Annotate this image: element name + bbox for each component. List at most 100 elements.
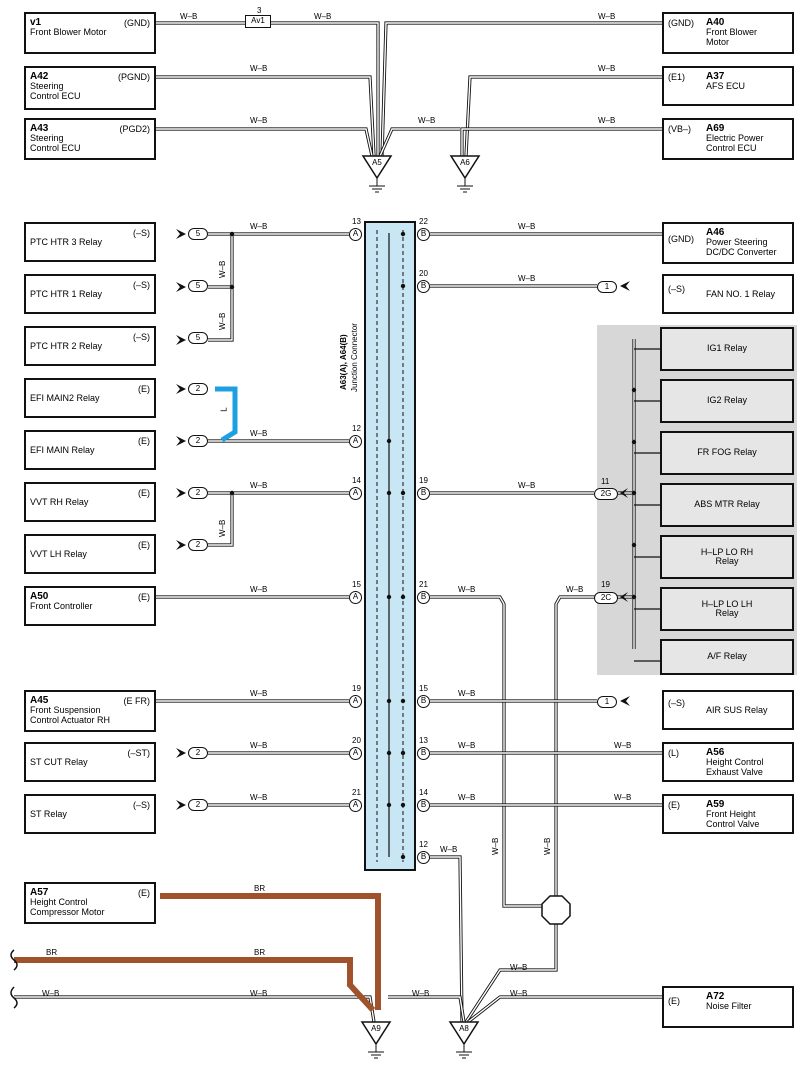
jc-pin-b22: B [417, 228, 430, 241]
pin-letter: B [420, 229, 427, 238]
jc-pin-num: 20 [352, 736, 361, 745]
a42-steering-ecu: A42 Steering Control ECU (PGND) [24, 66, 156, 110]
jc-pin-num: 13 [419, 736, 428, 745]
conn-2c: 2C [594, 592, 618, 604]
relay-name: IG1 Relay [706, 343, 748, 354]
splice-dot [400, 231, 406, 237]
component-name: ST Relay [30, 809, 67, 819]
efi-main-relay: EFI MAIN Relay (E) [24, 430, 156, 470]
splice-dot [631, 542, 637, 548]
wire-label: W–B [250, 64, 268, 73]
splice-dot [400, 698, 406, 704]
conn-number: 2 [195, 384, 201, 393]
wire-label: W–B [510, 963, 528, 972]
junction-connector-subtitle: Junction Connector [350, 323, 359, 392]
a57-height-control-compressor: A57 Height Control Compressor Motor (E) [24, 882, 156, 924]
av1-connector: Av1 [245, 15, 271, 28]
pin-label: (E FR) [123, 696, 151, 706]
wire-label: W–B [250, 585, 268, 594]
pin-label: (E1) [668, 72, 686, 82]
wire-label: W–B [250, 793, 268, 802]
component-name: Steering Control ECU [30, 81, 81, 101]
component-name: Front Height Control Valve [706, 809, 760, 829]
jc-pin-num: 20 [419, 269, 428, 278]
wire-break-mark-2 [10, 986, 18, 1009]
wire-label: W–B [510, 989, 528, 998]
wire-label-vertical: W–B [218, 519, 227, 537]
connector-chevron [176, 540, 186, 550]
pin-letter: A [352, 748, 359, 757]
relay-name: H–LP LO LH Relay [701, 598, 753, 618]
pin-label: (–S) [132, 800, 150, 810]
component-code: A42 [30, 71, 49, 82]
splice-dot [229, 490, 235, 496]
ig1-relay: IG1 Relay [660, 327, 794, 371]
wire-inner [271, 22, 379, 156]
wire-label: W–B [250, 689, 268, 698]
wire-inner [555, 596, 618, 896]
wire-outer [156, 127, 374, 157]
wire-inner [208, 493, 233, 546]
connector-chevron [620, 488, 628, 498]
wire-label: W–B [458, 689, 476, 698]
wire-inner [461, 128, 662, 156]
v1-front-blower-motor: v1 Front Blower Motor (GND) [24, 12, 156, 54]
component-name: FAN NO. 1 Relay [706, 289, 776, 299]
a37-afs-ecu: (E1) A37 AFS ECU [662, 66, 794, 106]
wire-outer [14, 995, 376, 1023]
jc-pin-num: 12 [352, 424, 361, 433]
wire-label-vertical: W–B [491, 837, 500, 855]
wire-label: W–B [458, 741, 476, 750]
wire-label: W–B [458, 793, 476, 802]
air-sus-relay: (–S) AIR SUS Relay [662, 690, 794, 730]
conn-number: 5 [195, 333, 201, 342]
av1-pin-number: 3 [257, 6, 262, 15]
ground-a9 [360, 1021, 392, 1059]
pin-label: (GND) [668, 18, 694, 28]
pin-letter: B [420, 592, 427, 601]
component-code: v1 [30, 17, 42, 28]
splice-dot [386, 750, 392, 756]
hlp-lo-rh-relay: H–LP LO RH Relay [660, 535, 794, 579]
wire-inner [467, 996, 662, 1023]
relay-name: H–LP LO RH Relay [700, 546, 754, 566]
wire-inner [388, 996, 465, 1023]
pin-label: (PGND) [118, 72, 150, 82]
connector-chevron [176, 229, 186, 239]
conn-number: 2 [195, 748, 201, 757]
vvt-rh-relay: VVT RH Relay (E) [24, 482, 156, 522]
wire-outer [464, 924, 558, 1023]
pin-letter: A [352, 436, 359, 445]
conn-efi-main: 2 [188, 435, 208, 447]
jc-pin-num: 15 [352, 580, 361, 589]
wire-label: W–B [598, 12, 616, 21]
splice-dot [386, 490, 392, 496]
jc-pin-num: 12 [419, 840, 428, 849]
wire-outer [460, 127, 662, 156]
connector-chevron [176, 748, 186, 758]
pin-label: (–S) [132, 228, 150, 238]
st-relay: ST Relay (–S) [24, 794, 156, 834]
splice-dot [631, 439, 637, 445]
conn-number: 5 [195, 229, 201, 238]
conn-efi-main2: 2 [188, 383, 208, 395]
fan-no1-relay: (–S) FAN NO. 1 Relay [662, 274, 794, 314]
component-name: AIR SUS Relay [706, 705, 768, 715]
conn-number: 2G [600, 489, 612, 498]
pin-letter: B [420, 852, 427, 861]
wire-inner [208, 234, 233, 341]
a43-steering-ecu: A43 Steering Control ECU (PGD2) [24, 118, 156, 160]
wire-label: W–B [458, 585, 476, 594]
ground-a8-label: A8 [459, 1024, 469, 1033]
wire-label-vertical: W–B [543, 837, 552, 855]
splice-dot [400, 283, 406, 289]
component-code: A57 [30, 887, 49, 898]
component-name: EFI MAIN2 Relay [30, 393, 100, 403]
wire-label-vertical: W–B [218, 260, 227, 278]
jc-pin-a14: A [349, 487, 362, 500]
pin-label: (E) [138, 592, 150, 602]
splice-dot [400, 750, 406, 756]
br-wire-a57 [160, 893, 381, 1010]
wire-label: W–B [566, 585, 584, 594]
component-name: Steering Control ECU [30, 133, 81, 153]
